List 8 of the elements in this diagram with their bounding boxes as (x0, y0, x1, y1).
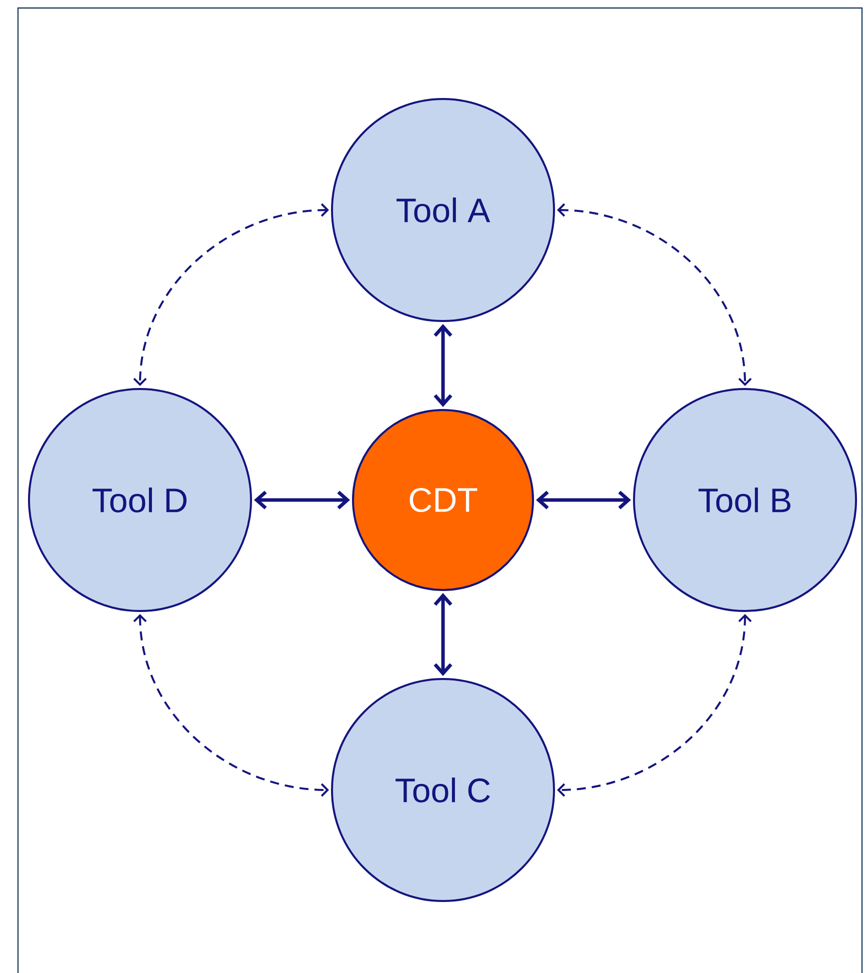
arrow (536, 490, 631, 510)
dashed-arrow (133, 203, 329, 386)
dashed-arrow (557, 614, 752, 797)
dashed-arrow (133, 614, 329, 797)
arrow (434, 593, 452, 676)
dashed-arrow (557, 203, 752, 386)
arrow (254, 490, 350, 510)
arrow (434, 324, 452, 407)
